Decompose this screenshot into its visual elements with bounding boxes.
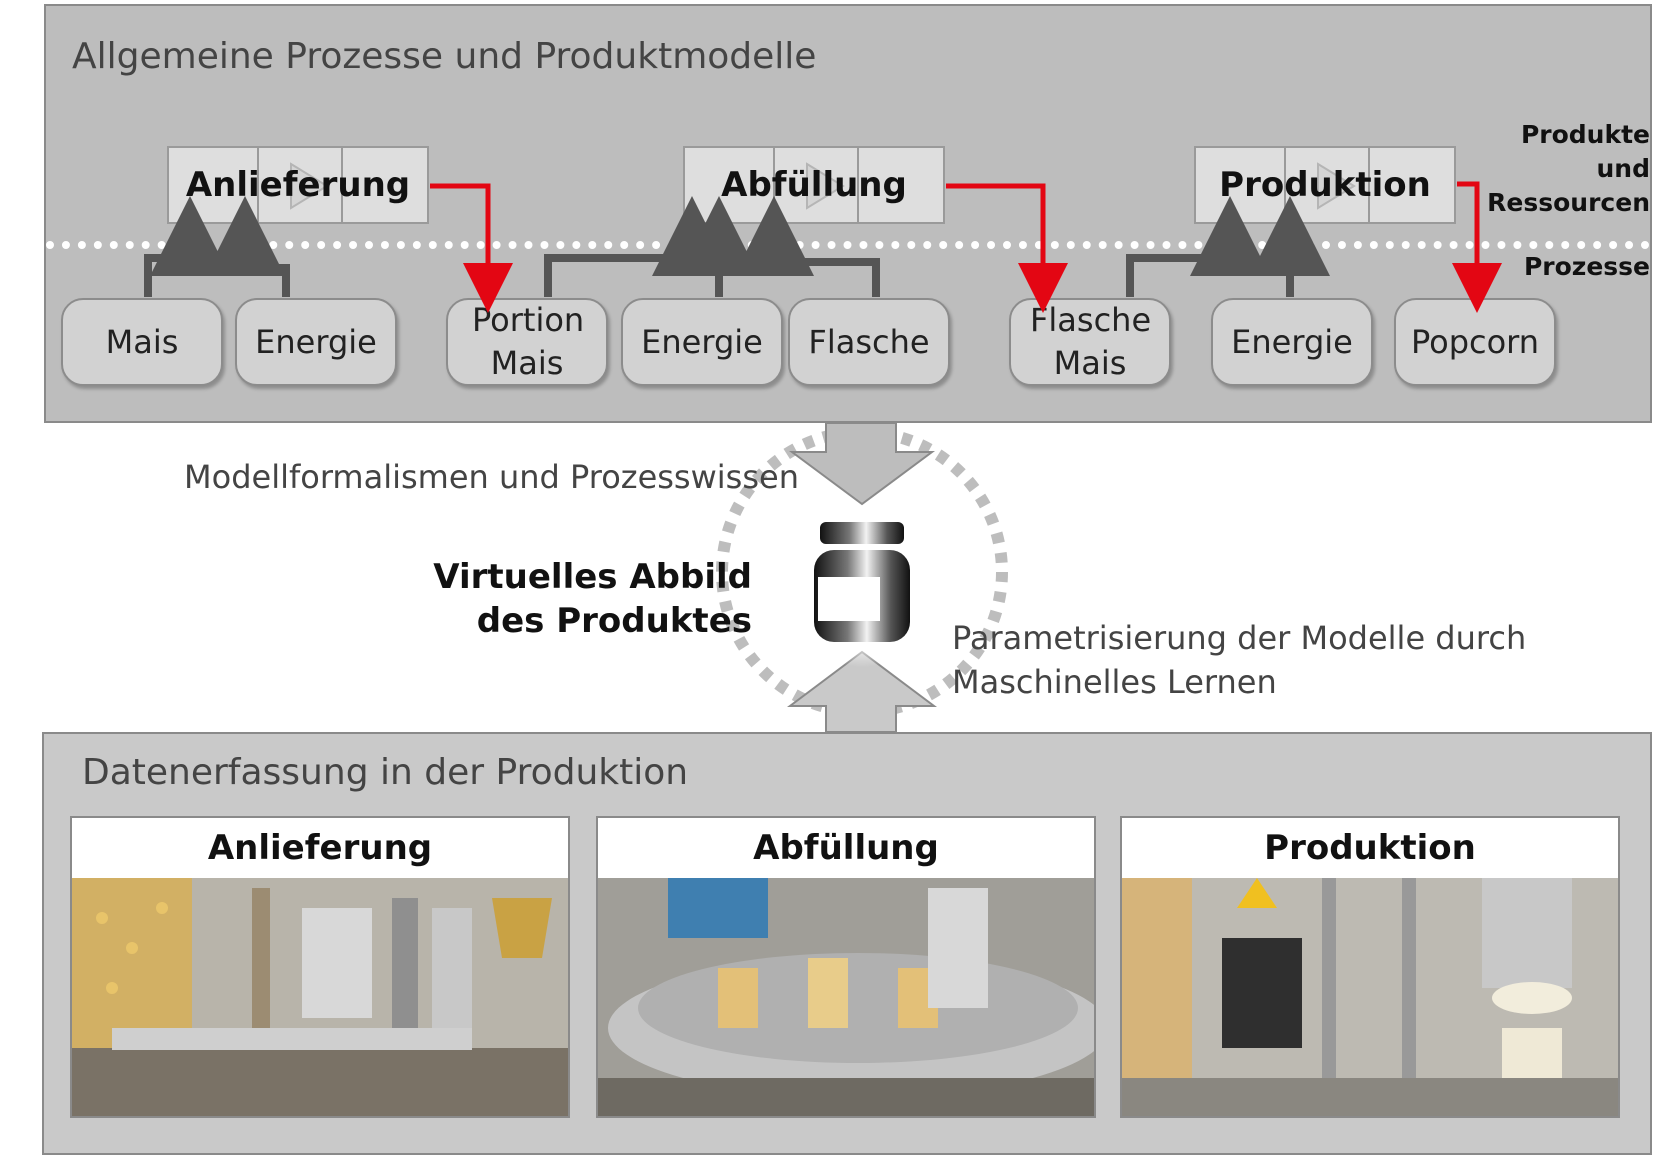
input-arrow — [205, 196, 290, 297]
station-title: Produktion — [1122, 818, 1618, 878]
resource-portion-mais: Portion Mais — [446, 298, 608, 386]
resource-energie-3: Energie — [1211, 298, 1373, 386]
input-arrow — [544, 196, 732, 297]
corn-delivery-photo — [72, 878, 568, 1116]
layer-separator — [46, 241, 1650, 249]
input-arrow — [144, 196, 230, 297]
station-abfuellung: Abfüllung — [596, 816, 1096, 1118]
station-anlieferung: Anlieferung — [70, 816, 570, 1118]
resource-mais: Mais — [61, 298, 223, 386]
cycle-circle — [716, 426, 1008, 718]
virtual-product-label: Virtuelles Abbild des Produktes — [433, 557, 752, 641]
output-arrow — [946, 183, 1068, 313]
station-title: Anlieferung — [72, 818, 568, 878]
resource-energie-2: Energie — [621, 298, 783, 386]
processes-label: Prozesse — [1523, 252, 1650, 281]
resource-flasche-mais: Flasche Mais — [1009, 298, 1171, 386]
products-resources-label: Produkte und Ressourcen — [1487, 120, 1650, 217]
resource-flasche: Flasche — [788, 298, 950, 386]
station-produktion: Produktion — [1120, 816, 1620, 1118]
output-arrow — [1452, 181, 1502, 313]
output-arrow — [430, 183, 513, 313]
top-panel-title: Allgemeine Prozesse und Produktmodelle — [72, 36, 817, 77]
down-arrow — [788, 422, 936, 506]
jar-icon — [787, 517, 937, 667]
parametrization-text: Parametrisierung der Modelle durch Masch… — [952, 619, 1527, 701]
resource-energie-1: Energie — [235, 298, 397, 386]
jar-filling-photo — [598, 878, 1094, 1116]
chevron-right-icon — [290, 162, 329, 210]
input-arrow — [734, 196, 880, 297]
up-arrow — [787, 650, 937, 733]
station-title: Abfüllung — [598, 818, 1094, 878]
chevron-right-icon — [806, 162, 845, 210]
popcorn-production-photo — [1122, 878, 1618, 1116]
model-formalisms-text: Modellformalismen und Prozesswissen — [184, 458, 799, 496]
input-arrow — [1126, 196, 1270, 297]
bottom-panel-title: Datenerfassung in der Produktion — [82, 752, 689, 793]
